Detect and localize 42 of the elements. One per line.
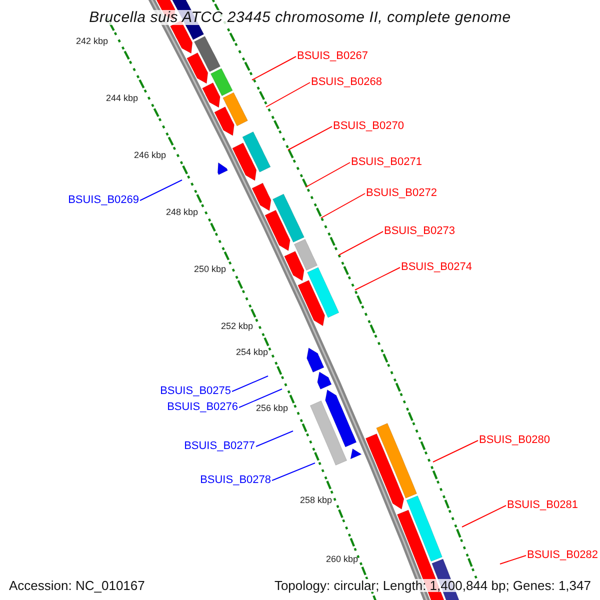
scale-label: 250 kbp xyxy=(194,265,226,274)
leader-line xyxy=(432,440,478,462)
leader-line xyxy=(232,376,268,392)
scale-label: 242 kbp xyxy=(76,37,108,46)
genome-info-label: Topology: circular; Length: 1,400,844 bp; Genes: 1,347 xyxy=(274,579,591,592)
gene-label: BSUIS_B0270 xyxy=(333,121,404,132)
leader-line xyxy=(462,505,506,528)
scale-label: 260 kbp xyxy=(326,555,358,564)
gene-label: BSUIS_B0272 xyxy=(366,188,437,199)
gene-label: BSUIS_B0282 xyxy=(527,550,598,561)
scale-label: 252 kbp xyxy=(220,322,253,331)
leader-line xyxy=(140,180,182,201)
scale-label: 256 kbp xyxy=(256,404,288,413)
gene-label: BSUIS_B0267 xyxy=(297,51,368,62)
gene-label: BSUIS_B0277 xyxy=(184,441,255,452)
gene-label: BSUIS_B0273 xyxy=(384,226,455,237)
leader-line xyxy=(306,162,350,188)
leader-line xyxy=(354,267,400,290)
leader-line xyxy=(266,82,310,108)
gene-label: BSUIS_B0274 xyxy=(401,262,472,273)
gene-label: BSUIS_B0275 xyxy=(160,386,231,397)
gene-label: BSUIS_B0269 xyxy=(68,195,139,206)
leader-line xyxy=(320,193,366,218)
gene-label: BSUIS_B0278 xyxy=(200,475,271,486)
scale-label: 258 kbp xyxy=(300,496,332,505)
accession-label: Accession: NC_010167 xyxy=(9,579,145,592)
scale-label: 248 kbp xyxy=(166,208,198,217)
gene-label: BSUIS_B0281 xyxy=(507,500,578,511)
leader-line xyxy=(338,231,384,256)
scale-label: 254 kbp xyxy=(236,348,268,357)
leader-line xyxy=(252,56,296,80)
leader-line xyxy=(500,555,526,564)
gene-label: BSUIS_B0276 xyxy=(167,402,238,413)
scale-label: 244 kbp xyxy=(106,94,138,103)
gene-label: BSUIS_B0280 xyxy=(479,435,550,446)
leader-line xyxy=(238,388,282,408)
gene-label: BSUIS_B0271 xyxy=(351,157,422,168)
leader-line xyxy=(256,430,294,447)
leader-line xyxy=(272,462,316,481)
gene-label: BSUIS_B0268 xyxy=(311,77,382,88)
scale-label: 246 kbp xyxy=(134,151,166,160)
leader-line xyxy=(288,126,332,150)
